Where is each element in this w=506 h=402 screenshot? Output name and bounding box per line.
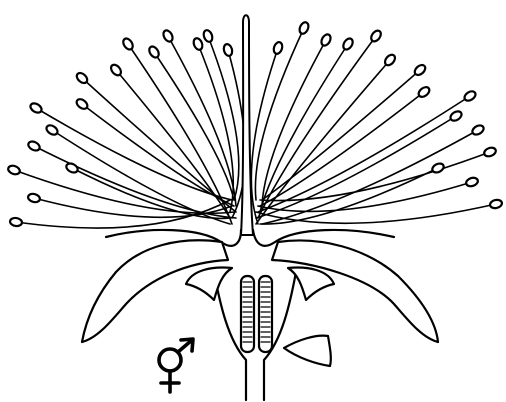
stamen-anther <box>223 43 234 57</box>
stamen-anther <box>7 164 21 176</box>
stamen-anther <box>27 193 41 204</box>
sepal-flap <box>284 336 331 366</box>
stamen-anther <box>272 41 283 55</box>
stamen-anther <box>121 37 134 51</box>
stamen-anther <box>298 21 310 35</box>
hermaphrodite-symbol-icon <box>159 339 193 392</box>
stamen-anther <box>463 89 477 102</box>
stamen-anther <box>65 162 79 175</box>
hypanthium-lobe-left <box>186 268 232 300</box>
stamen-filament <box>258 182 472 211</box>
stamen-anther <box>162 29 175 43</box>
stamen-filament <box>256 204 496 223</box>
stamen-anther <box>369 29 383 43</box>
stamen-anther <box>431 162 445 174</box>
stamen-anther <box>489 199 502 209</box>
stamen-anther <box>341 37 354 51</box>
stamen-anther <box>75 71 89 85</box>
ovary <box>186 268 334 400</box>
stamen-anther <box>27 140 41 153</box>
stamen-filament <box>260 92 424 206</box>
stamen-anther <box>383 53 397 67</box>
stamen-anther <box>471 124 485 137</box>
stamen-filament <box>52 130 230 224</box>
stamen-anther <box>75 97 89 111</box>
stamen-anther <box>10 217 23 227</box>
petal-right <box>272 240 438 342</box>
stamen-anther <box>109 63 123 77</box>
stamen-anther <box>449 109 463 122</box>
stamen-anther <box>192 37 204 51</box>
stamen-anther <box>417 85 431 99</box>
style <box>241 15 253 235</box>
hypanthium-lobe-right <box>288 268 334 300</box>
stamen-anther <box>202 29 214 43</box>
stamen-filament <box>260 44 348 212</box>
stamen-anther <box>45 123 59 136</box>
stamen-anther <box>147 45 160 59</box>
stamen-filament <box>262 70 420 200</box>
stamen-filament <box>260 168 438 224</box>
stamen-anther <box>413 63 427 77</box>
stamen-anther <box>320 33 333 47</box>
stamen-anther <box>29 101 43 114</box>
stamen-anther <box>483 146 497 158</box>
stamen-group <box>7 21 503 228</box>
stamen-filament <box>36 108 232 200</box>
style-column <box>241 15 253 235</box>
stamen-anther <box>465 176 479 187</box>
stamen-filament <box>262 130 478 224</box>
